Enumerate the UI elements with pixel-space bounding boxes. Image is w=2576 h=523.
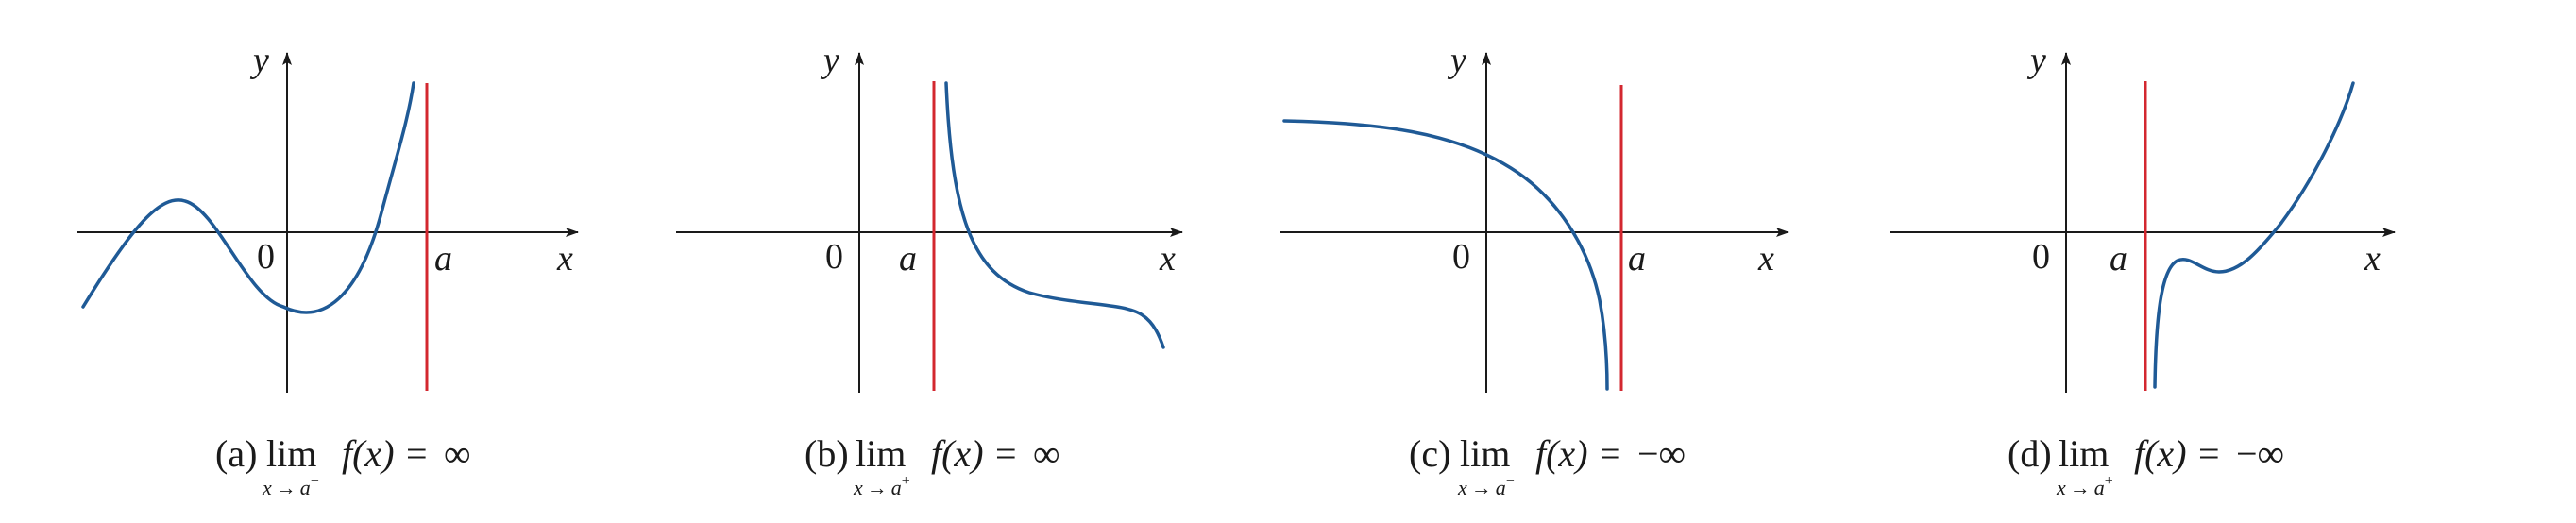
caption: (b) lim x→a+ f(x) = ∞ — [805, 432, 1060, 499]
caption-lim: lim — [2059, 432, 2109, 475]
caption-function: f(x) — [1535, 432, 1588, 475]
panel-b: y 0 a x (b) lim x→a+ f(x) = ∞ — [676, 41, 1183, 499]
y-axis-label: y — [820, 41, 839, 80]
caption-lim: lim — [1460, 432, 1510, 475]
panel-a: y 0 a x (a) lim x→a− f(x) = ∞ — [77, 41, 579, 499]
caption-equals: = — [995, 432, 1017, 475]
y-axis-label: y — [1447, 41, 1466, 80]
caption-value: −∞ — [2236, 432, 2284, 475]
x-axis-label: x — [1757, 239, 1774, 278]
caption-letter: (a) — [215, 432, 257, 475]
origin-label: 0 — [257, 237, 275, 277]
origin-label: 0 — [1452, 237, 1470, 277]
caption-equals: = — [406, 432, 428, 475]
y-axis-label: y — [2026, 41, 2046, 80]
caption-subscript: x→a− — [262, 473, 319, 499]
x-axis-label: x — [2364, 239, 2381, 278]
caption-subscript: x→a+ — [853, 473, 910, 499]
caption-subscript: x→a− — [1457, 473, 1515, 499]
caption: (a) lim x→a− f(x) = ∞ — [215, 432, 471, 499]
caption-lim: lim — [266, 432, 316, 475]
caption-value: −∞ — [1637, 432, 1686, 475]
caption-subscript: x→a+ — [2056, 473, 2113, 499]
caption-equals: = — [1600, 432, 1621, 475]
function-curve — [2153, 81, 2355, 389]
caption-function: f(x) — [931, 432, 984, 475]
a-label: a — [2110, 239, 2127, 278]
caption-value: ∞ — [1033, 432, 1060, 475]
function-curve — [1282, 119, 1609, 391]
caption-letter: (b) — [805, 432, 849, 475]
origin-label: 0 — [825, 237, 843, 277]
caption-letter: (d) — [2008, 432, 2052, 475]
a-label: a — [434, 239, 452, 278]
caption: (d) lim x→a+ f(x) = −∞ — [2008, 432, 2284, 499]
caption-function: f(x) — [342, 432, 395, 475]
x-axis-label: x — [556, 239, 573, 278]
panel-d: y 0 a x (d) lim x→a+ f(x) = −∞ — [1890, 41, 2396, 499]
caption: (c) lim x→a− f(x) = −∞ — [1409, 432, 1686, 499]
origin-label: 0 — [2032, 237, 2050, 277]
caption-function: f(x) — [2134, 432, 2187, 475]
y-axis-label: y — [249, 41, 269, 80]
panel-c: y 0 a x (c) lim x→a− f(x) = −∞ — [1280, 41, 1789, 499]
caption-equals: = — [2198, 432, 2220, 475]
a-label: a — [899, 239, 917, 278]
caption-lim: lim — [856, 432, 906, 475]
x-axis-label: x — [1159, 239, 1176, 278]
caption-letter: (c) — [1409, 432, 1450, 475]
function-curve — [944, 81, 1165, 349]
caption-value: ∞ — [444, 432, 471, 475]
function-curve — [81, 81, 415, 314]
a-label: a — [1628, 239, 1646, 278]
